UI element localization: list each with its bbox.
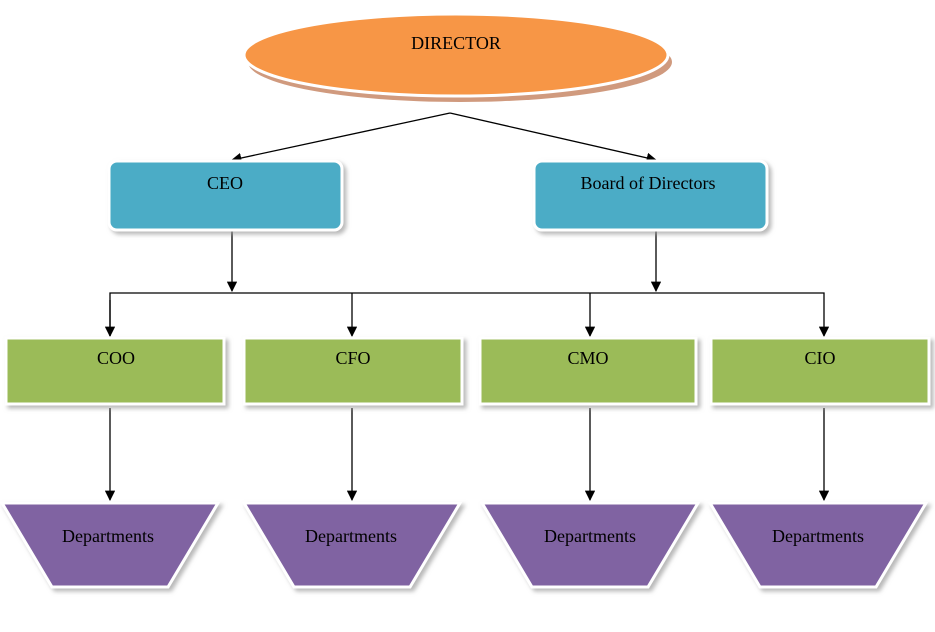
departments-node-cmo: Departments bbox=[479, 501, 701, 589]
board-of-directors-label: Board of Directors bbox=[581, 173, 716, 193]
cmo-node: CMO bbox=[478, 336, 698, 406]
connector-director-board bbox=[449, 112, 658, 163]
departments-label-cmo: Departments bbox=[544, 526, 636, 546]
connector-bus bbox=[109, 292, 830, 338]
cfo-label: CFO bbox=[335, 348, 370, 368]
departments-node-cio: Departments bbox=[707, 501, 929, 589]
departments-label-cfo: Departments bbox=[305, 526, 397, 546]
coo-node: COO bbox=[4, 336, 226, 406]
director-node: DIRECTOR bbox=[242, 12, 672, 102]
departments-node-cfo: Departments bbox=[241, 501, 463, 589]
departments-label-cio: Departments bbox=[772, 526, 864, 546]
connectors bbox=[104, 112, 830, 502]
connector-director-ceo bbox=[230, 112, 451, 164]
departments-label-coo: Departments bbox=[62, 526, 154, 546]
ceo-label: CEO bbox=[207, 173, 243, 193]
ceo-node: CEO bbox=[107, 159, 344, 232]
director-label: DIRECTOR bbox=[411, 33, 501, 53]
cio-label: CIO bbox=[805, 348, 836, 368]
cmo-label: CMO bbox=[567, 348, 608, 368]
cio-node: CIO bbox=[709, 336, 931, 406]
board-of-directors-node: Board of Directors bbox=[532, 159, 769, 232]
cfo-node: CFO bbox=[242, 336, 464, 406]
departments-node-coo: Departments bbox=[0, 501, 221, 589]
coo-label: COO bbox=[97, 348, 135, 368]
